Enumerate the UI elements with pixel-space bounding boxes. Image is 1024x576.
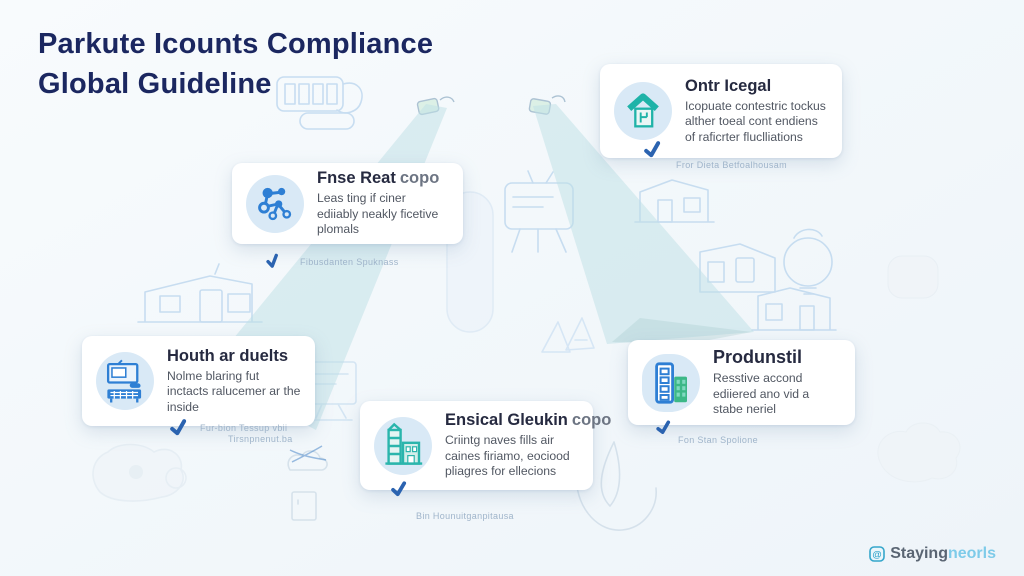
info-card-ontr-icegal: Ontr Icegal Icopuate contestric tockus a… bbox=[600, 64, 842, 158]
funnel-sketch-icon bbox=[575, 441, 657, 531]
brand-watermark: @ Stayingneorls bbox=[869, 545, 996, 563]
network-nodes-icon bbox=[246, 174, 304, 233]
tv-keyboard-icon bbox=[96, 352, 154, 410]
card-caption: Fon Stan Spolione bbox=[678, 435, 759, 445]
card-body: Leas ting if ciner ediiably neakly ficet… bbox=[317, 191, 439, 237]
tower-building-icon bbox=[374, 416, 432, 475]
page-title-line2: Global Guideline bbox=[38, 68, 272, 100]
triangle-sketch-icon bbox=[541, 317, 595, 353]
card-title: Houth ar duelts bbox=[167, 346, 289, 365]
card-title: Produnstil bbox=[713, 347, 802, 368]
checkmark-icon bbox=[266, 253, 278, 268]
city-buildings-icon bbox=[642, 353, 700, 412]
info-card-produnstil: Produnstil Resstive accond ediiered ano … bbox=[628, 340, 855, 425]
info-card-houth-ar-duelts: Houth ar duelts Nolme blaring fut inctac… bbox=[82, 336, 315, 426]
brand-name: Stayingneorls bbox=[890, 545, 996, 562]
checkmark-icon bbox=[644, 141, 661, 158]
card-body: Nolme blaring fut inctacts ralucemer ar … bbox=[167, 368, 301, 414]
house-upload-icon bbox=[614, 82, 672, 140]
card-caption: Fur-bion Tessup vbii bbox=[200, 423, 288, 433]
card-caption: Bin Hounuitganpitausa bbox=[416, 511, 514, 521]
checkmark-icon bbox=[170, 419, 187, 436]
x-scribble-icon bbox=[289, 445, 327, 463]
card-caption: Fibusdanten Spuknass bbox=[300, 257, 399, 267]
card-caption-line2: Tirsnpnenut.ba bbox=[228, 434, 293, 444]
page-title-line1: Parkute Icounts Compliance bbox=[38, 28, 434, 60]
checkmark-icon bbox=[656, 420, 671, 434]
card-title: Ontr Icegal bbox=[685, 76, 772, 95]
checkmark-icon bbox=[391, 481, 407, 497]
soft-blob-doodles bbox=[92, 255, 961, 502]
page-title: Parkute Icounts Compliance Global Guidel… bbox=[38, 24, 433, 104]
battery-doodle-icon bbox=[276, 76, 363, 130]
house-sketch-left-icon bbox=[137, 263, 263, 323]
at-badge-icon: @ bbox=[869, 546, 885, 562]
card-body: Icopuate contestric tockus alther toeal … bbox=[685, 98, 826, 144]
svg-text:@: @ bbox=[873, 550, 882, 561]
houses-sketch-right-icon bbox=[634, 179, 837, 331]
card-body: Resstive accond ediiered ano vid a stabe… bbox=[713, 371, 810, 417]
card-caption: Fror Dieta Betfoalhousam bbox=[676, 160, 787, 170]
card-body: Criintg naves fills air caines firiamo, … bbox=[445, 433, 570, 479]
